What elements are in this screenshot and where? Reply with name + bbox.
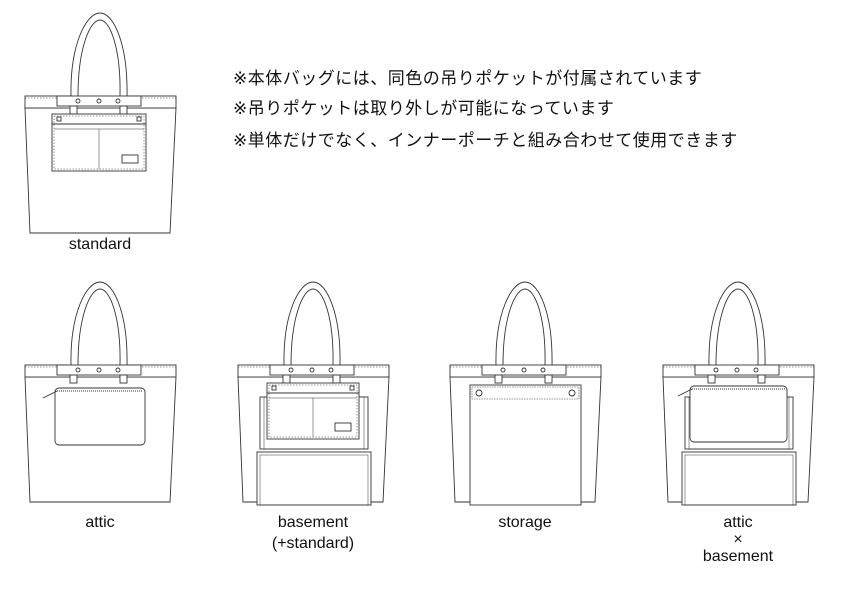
rivet-icon [96, 98, 102, 104]
basement-inner [259, 454, 369, 506]
rivet-icon [734, 367, 740, 373]
label-standard: standard [20, 236, 180, 254]
basement-box [256, 451, 372, 506]
note-line-3: ※単体だけでなく、インナーポーチと組み合わせて使用できます [233, 131, 738, 150]
bag-attic-illustration [24, 281, 177, 503]
strap [282, 374, 291, 384]
handle-outer [708, 281, 766, 366]
rivet-icon [328, 367, 334, 373]
handle-bar [56, 364, 142, 376]
handle-outer [70, 281, 128, 366]
rivet-icon [75, 367, 81, 373]
handle-bar [56, 95, 142, 107]
label-line: × [733, 531, 743, 548]
handle-outer [70, 12, 128, 97]
handle-bar [269, 364, 355, 376]
note-line-2: ※吊りポケットは取り外しが可能になっています [233, 99, 615, 118]
handle-inner [77, 19, 121, 97]
note-line-1: ※本体バッグには、同色の吊りポケットが付属されています [233, 69, 703, 88]
rivet-icon [713, 367, 719, 373]
pocket-tab [349, 385, 355, 391]
strap [69, 105, 78, 115]
rivet-icon [500, 367, 506, 373]
strap [707, 374, 716, 384]
bag-standard-illustration [24, 12, 177, 234]
rivet-icon [115, 98, 121, 104]
rivet-icon [753, 367, 759, 373]
stitch-line [53, 115, 145, 170]
strap [494, 374, 503, 384]
basement-inner [684, 454, 794, 506]
label-line: basement [277, 514, 349, 531]
pocket-tab [56, 116, 62, 122]
label-storage: storage [445, 514, 605, 532]
rivet-icon [540, 367, 546, 373]
handle-inner [502, 288, 546, 366]
rivet-icon [75, 98, 81, 104]
label-line: attic [723, 514, 753, 531]
rivet-icon [288, 367, 294, 373]
strap [757, 374, 766, 384]
handle-outer [495, 281, 553, 366]
bag-basement-illustration [237, 281, 390, 506]
attic-pouch [689, 385, 788, 443]
pocket-tab [271, 385, 277, 391]
label-line: storage [498, 514, 552, 531]
storage-band [471, 386, 580, 400]
handle-inner [715, 288, 759, 366]
pocket-label [121, 154, 139, 164]
basement-box [681, 451, 797, 506]
label-line: standard [68, 236, 132, 253]
grommet-icon [568, 389, 576, 397]
zipper-pull-icon [42, 390, 58, 399]
strap [544, 374, 553, 384]
label-attic: attic [20, 514, 180, 532]
strap [119, 105, 128, 115]
strap [69, 374, 78, 384]
attic-pouch [54, 387, 146, 446]
label-line: attic [85, 514, 115, 531]
handle-inner [77, 288, 121, 366]
handle-bar [694, 364, 780, 376]
label-attic-basement: attic × basement [658, 514, 818, 566]
pocket-tab [136, 116, 142, 122]
storage-panel [469, 384, 582, 506]
bag-storage-illustration [449, 281, 602, 506]
bag-attic-basement-illustration [662, 281, 815, 506]
label-basement: basement (+standard) [233, 514, 393, 553]
pocket-label [334, 422, 352, 432]
rivet-icon [96, 367, 102, 373]
label-line: (+standard) [271, 535, 355, 552]
rivet-icon [309, 367, 315, 373]
grommet-icon [475, 389, 483, 397]
strap [119, 374, 128, 384]
rivet-icon [115, 367, 121, 373]
label-line: basement [702, 548, 774, 565]
handle-outer [283, 281, 341, 366]
handle-bar [481, 364, 567, 376]
strap [332, 374, 341, 384]
handle-inner [290, 288, 334, 366]
zipper-pull-icon [677, 388, 693, 397]
rivet-icon [521, 367, 527, 373]
